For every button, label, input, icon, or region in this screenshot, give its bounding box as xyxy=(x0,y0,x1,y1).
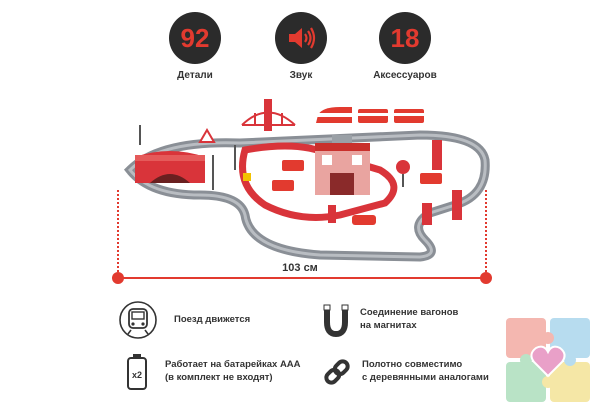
dimension-right-guide xyxy=(485,190,487,272)
stat-sound-circle xyxy=(275,12,327,64)
feature-magnet-text: Соединение вагонов на магнитах xyxy=(360,307,458,333)
feature-chain-line-2: с деревянными аналогами xyxy=(362,372,489,383)
bridge xyxy=(241,99,296,131)
signs xyxy=(139,125,410,223)
feature-battery-text: Работает на батарейках AAA (в комплект н… xyxy=(165,359,301,385)
stat-accessories-value: 18 xyxy=(390,22,420,53)
speaker-icon xyxy=(289,27,316,49)
stat-parts-value: 92 xyxy=(180,22,210,53)
pillars xyxy=(422,140,462,225)
feature-battery-line-1: Работает на батарейках AAA xyxy=(165,359,301,371)
stat-sound: Звук xyxy=(261,12,341,81)
stat-parts: 92 Детали xyxy=(155,12,235,81)
feature-train-line-1: Поезд движется xyxy=(174,313,251,325)
puzzle-heart-logo xyxy=(506,318,590,402)
feature-chain-text: Полотно совместимо с деревянными аналога… xyxy=(362,359,489,385)
feature-train: Поезд движется xyxy=(118,300,250,340)
feature-train-text: Поезд движется xyxy=(174,314,250,327)
dimension-dot-right xyxy=(480,272,492,284)
feature-magnet-line-1: Соединение вагонов xyxy=(360,307,459,319)
feature-chain: Полотно совместимо с деревянными аналога… xyxy=(322,352,489,392)
train xyxy=(316,107,424,123)
dimension-label: 103 см xyxy=(282,262,318,274)
stat-sound-label: Звук xyxy=(289,70,313,81)
magnet-icon xyxy=(322,300,350,340)
feature-magnet-line-2: на магнитах xyxy=(360,320,417,331)
train-icon xyxy=(118,300,158,340)
dimension-left-guide xyxy=(117,190,119,272)
inner-red-track xyxy=(239,142,398,221)
fire-trucks xyxy=(272,160,442,225)
fire-station xyxy=(315,135,370,195)
chain-link-icon xyxy=(322,352,352,392)
feature-chain-line-1: Полотно совместимо xyxy=(362,359,463,371)
stat-parts-circle: 92 xyxy=(169,12,221,64)
stat-accessories-label: Аксессуаров xyxy=(373,70,437,81)
battery-icon: x2 xyxy=(125,352,149,392)
dimension-dot-left xyxy=(112,272,124,284)
dimension-line xyxy=(118,277,486,279)
battery-icon-text: x2 xyxy=(132,370,142,380)
tunnel xyxy=(135,151,205,183)
heart-icon xyxy=(530,345,566,378)
railway-set-illustration xyxy=(123,99,490,262)
stat-accessories-circle: 18 xyxy=(379,12,431,64)
feature-battery-line-2: (в комплект не входят) xyxy=(165,372,273,383)
stat-parts-label: Детали xyxy=(177,70,213,81)
stat-accessories: 18 Аксессуаров xyxy=(365,12,445,81)
feature-magnet: Соединение вагонов на магнитах xyxy=(322,300,458,340)
feature-battery: x2 Работает на батарейках AAA (в комплек… xyxy=(125,352,301,392)
